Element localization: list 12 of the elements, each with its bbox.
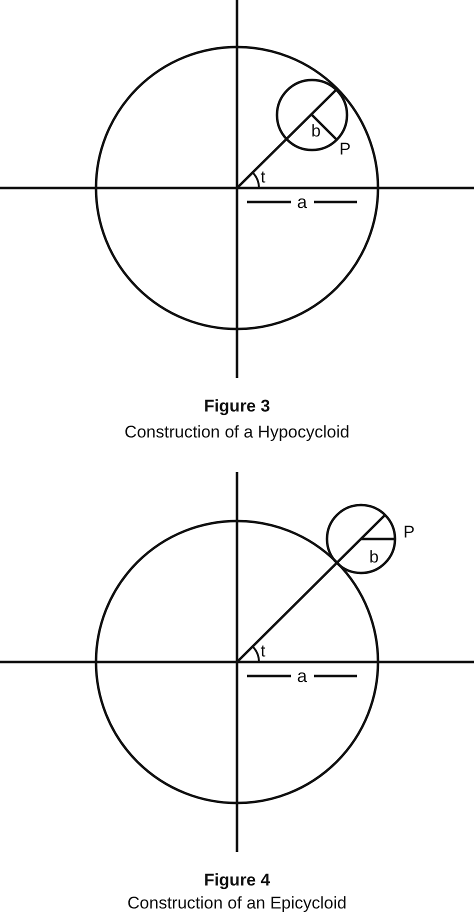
figure-title: Figure 4 [204, 872, 270, 888]
radius-label: b [369, 548, 379, 566]
figure-title: Figure 3 [204, 398, 270, 414]
figure-caption: Construction of an Epicycloid [127, 894, 347, 912]
radius-label: b [311, 122, 321, 140]
figure-caption: Construction of a Hypocycloid [124, 424, 350, 440]
point-label: P [403, 524, 415, 540]
point-label: P [339, 140, 351, 158]
radius-label: a [297, 193, 307, 211]
angle-label: t [260, 642, 266, 660]
radius-label: a [297, 667, 307, 685]
angle-label: t [260, 168, 266, 186]
